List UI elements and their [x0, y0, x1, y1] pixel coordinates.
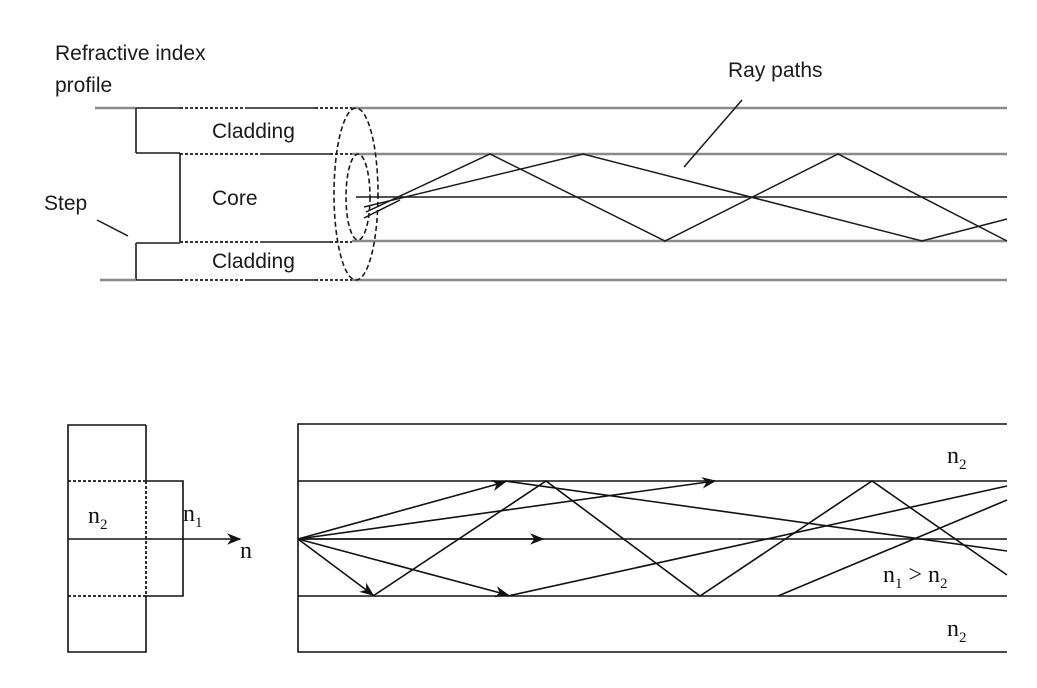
- cladding-bottom-label: Cladding: [212, 250, 295, 273]
- ray-paths-label: Ray paths: [728, 59, 823, 82]
- cladding-bottom-index-label: n2: [947, 616, 967, 646]
- profile-title-line2: profile: [55, 74, 112, 97]
- ray-paths-top: [363, 153, 1008, 242]
- core-label: Core: [212, 187, 258, 210]
- step-leader-line: [96, 219, 129, 237]
- fiber-cylinder: [333, 106, 1007, 282]
- profile-title-line1: Refractive index: [55, 42, 206, 65]
- ray-down-reflected: [507, 485, 1008, 597]
- core-index-relation-label: n1 > n2: [883, 562, 948, 592]
- ray-steep-zigzag: [372, 480, 1008, 597]
- ray-shallow-up-arrow: [297, 477, 717, 540]
- fiber-outline: [297, 423, 1007, 653]
- step-index-fiber-3d: Refractive index profile Cladding Core C…: [44, 42, 1008, 282]
- ray-down-arrow: [297, 538, 510, 598]
- ray-entry: [363, 199, 401, 219]
- ray-paths-leader-line: [683, 99, 743, 168]
- profile-n1-label: n1: [183, 501, 203, 531]
- ray-late-reflection: [777, 499, 1008, 597]
- index-profile-plot: n2 n1 n: [67, 424, 252, 653]
- cladding-top-index-label: n2: [947, 443, 967, 473]
- refractive-index-profile: [95, 106, 352, 282]
- fiber-section-plot: n2 n1 > n2 n2: [297, 423, 1008, 653]
- ray-path-steep: [365, 153, 1008, 242]
- n-axis-label: n: [240, 538, 252, 564]
- step-label: Step: [44, 192, 87, 215]
- ray-up-reflected: [504, 480, 1008, 552]
- cladding-top-label: Cladding: [212, 120, 295, 143]
- cladding-end-ellipse: [333, 107, 379, 281]
- ray-path-shallow: [363, 153, 1008, 242]
- ray-up-arrow: [297, 479, 507, 540]
- profile-n2-label: n2: [88, 503, 108, 533]
- ray-steep-down-arrow: [297, 538, 375, 596]
